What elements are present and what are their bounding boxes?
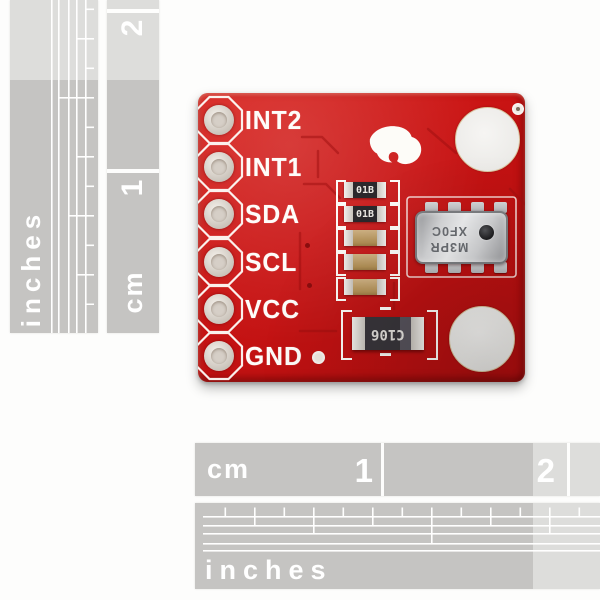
pin-label-gnd: GND [245,340,303,371]
silkscreen-bracket [336,204,346,228]
resistor-1: 01B [344,182,386,198]
cm-division-line [107,9,159,13]
mounting-hole-bottom [449,306,515,372]
drill-hole [211,112,227,128]
sensor-lead [471,262,484,273]
solder-end [344,254,353,270]
sensor-lead [448,262,461,273]
capacitor-body [353,279,377,295]
pin-hole-int1 [204,152,234,182]
ruler-bottom-inches-label: inches [205,555,333,585]
cm-division-line [107,169,159,173]
via-center [516,107,520,111]
solder-end [377,279,386,295]
pin-hole-scl [204,247,234,277]
sensor-lead [494,202,507,213]
silkscreen-bracket [336,228,346,252]
ruler-light-patch [533,503,600,589]
capacitor-body [353,254,377,270]
solder-end [344,182,353,198]
ruler-bottom-cm: cm 1 2 [195,443,600,496]
silkscreen-tick [380,307,391,310]
sensor-marking: M3PR XF0C [420,221,478,255]
c106-marking: C106 [371,325,405,342]
pin-hole-gnd [204,341,234,371]
via-top-right [512,103,524,115]
silkscreen-bracket [427,310,438,360]
via-dot [305,243,310,248]
silkscreen-tick [380,353,391,356]
ruler-bottom-cm-number-2: 2 [536,452,555,489]
c106-capacitor: C106 [352,317,424,350]
pin-label-sda: SDA [245,198,301,229]
ruler-left-inches: inches [10,0,98,333]
ruler-light-patch [10,0,98,80]
silkscreen-bracket [336,277,346,301]
c106-body: C106 [365,317,411,350]
mounting-hole-top [455,107,520,172]
silkscreen-bracket [341,310,352,360]
silkscreen-bracket [390,228,400,252]
drill-hole [211,159,227,175]
via-bottom-left [312,351,325,364]
silkscreen-bracket [336,180,346,204]
ruler-bottom-inches: inches [195,503,600,589]
solder-end [377,254,386,270]
sparkfun-flame-icon [369,126,422,165]
solder-end [352,317,365,350]
pcb-silkscreen-outlines [198,95,517,381]
capacitor-body [353,230,377,246]
drill-hole [211,301,227,317]
sensor-lead [448,202,461,213]
cm-division-line [567,443,570,496]
solder-end [377,206,386,222]
sensor-marking-line1: M3PR [429,240,469,254]
sensor-lead [425,262,438,273]
ruler-left-cm-number-1: 1 [116,179,149,197]
pcb-board: INT2 INT1 SDA SCL VCC GND 01B 01B [198,93,525,382]
solder-end [344,206,353,222]
drill-hole [211,348,227,364]
pcb-copper-traces [298,127,525,333]
resistor-2: 01B [344,206,386,222]
silkscreen-bracket [336,252,346,276]
solder-end [377,182,386,198]
drill-hole [211,206,227,222]
sensor-marking-line2: XF0C [431,224,467,238]
ruler-left-cm: 2 1 cm [107,0,159,333]
ruler-bottom-cm-label: cm [207,454,251,484]
capacitor-3 [344,279,386,295]
solder-end [411,317,424,350]
resistor-2-marking: 01B [353,206,377,222]
via-dot [307,283,312,288]
cm-division-line [381,443,384,496]
sensor-lead [494,262,507,273]
silkscreen-bracket [390,180,400,204]
ruler-left-inches-label: inches [15,208,46,328]
sensor-lead [425,202,438,213]
ruler-left-cm-number-2: 2 [116,19,149,37]
capacitor-1 [344,230,386,246]
pressure-sensor-chip: M3PR XF0C [415,211,508,264]
capacitor-2 [344,254,386,270]
pin-label-int1: INT1 [245,151,303,182]
sensor-port-hole [479,225,494,240]
ruler-bottom-cm-number-1: 1 [354,452,373,489]
solder-end [377,230,386,246]
pin-label-int2: INT2 [245,104,303,135]
pin-label-vcc: VCC [245,293,301,324]
pin-hole-vcc [204,294,234,324]
pin-label-scl: SCL [245,246,298,277]
silkscreen-bracket [390,252,400,276]
ruler-left-cm-label: cm [117,270,148,314]
silkscreen-bracket [390,277,400,301]
pin-hole-int2 [204,105,234,135]
sensor-lead [471,202,484,213]
pin-hole-sda [204,199,234,229]
solder-end [344,230,353,246]
solder-end [344,279,353,295]
silkscreen-bracket [390,204,400,228]
resistor-1-marking: 01B [353,182,377,198]
drill-hole [211,254,227,270]
